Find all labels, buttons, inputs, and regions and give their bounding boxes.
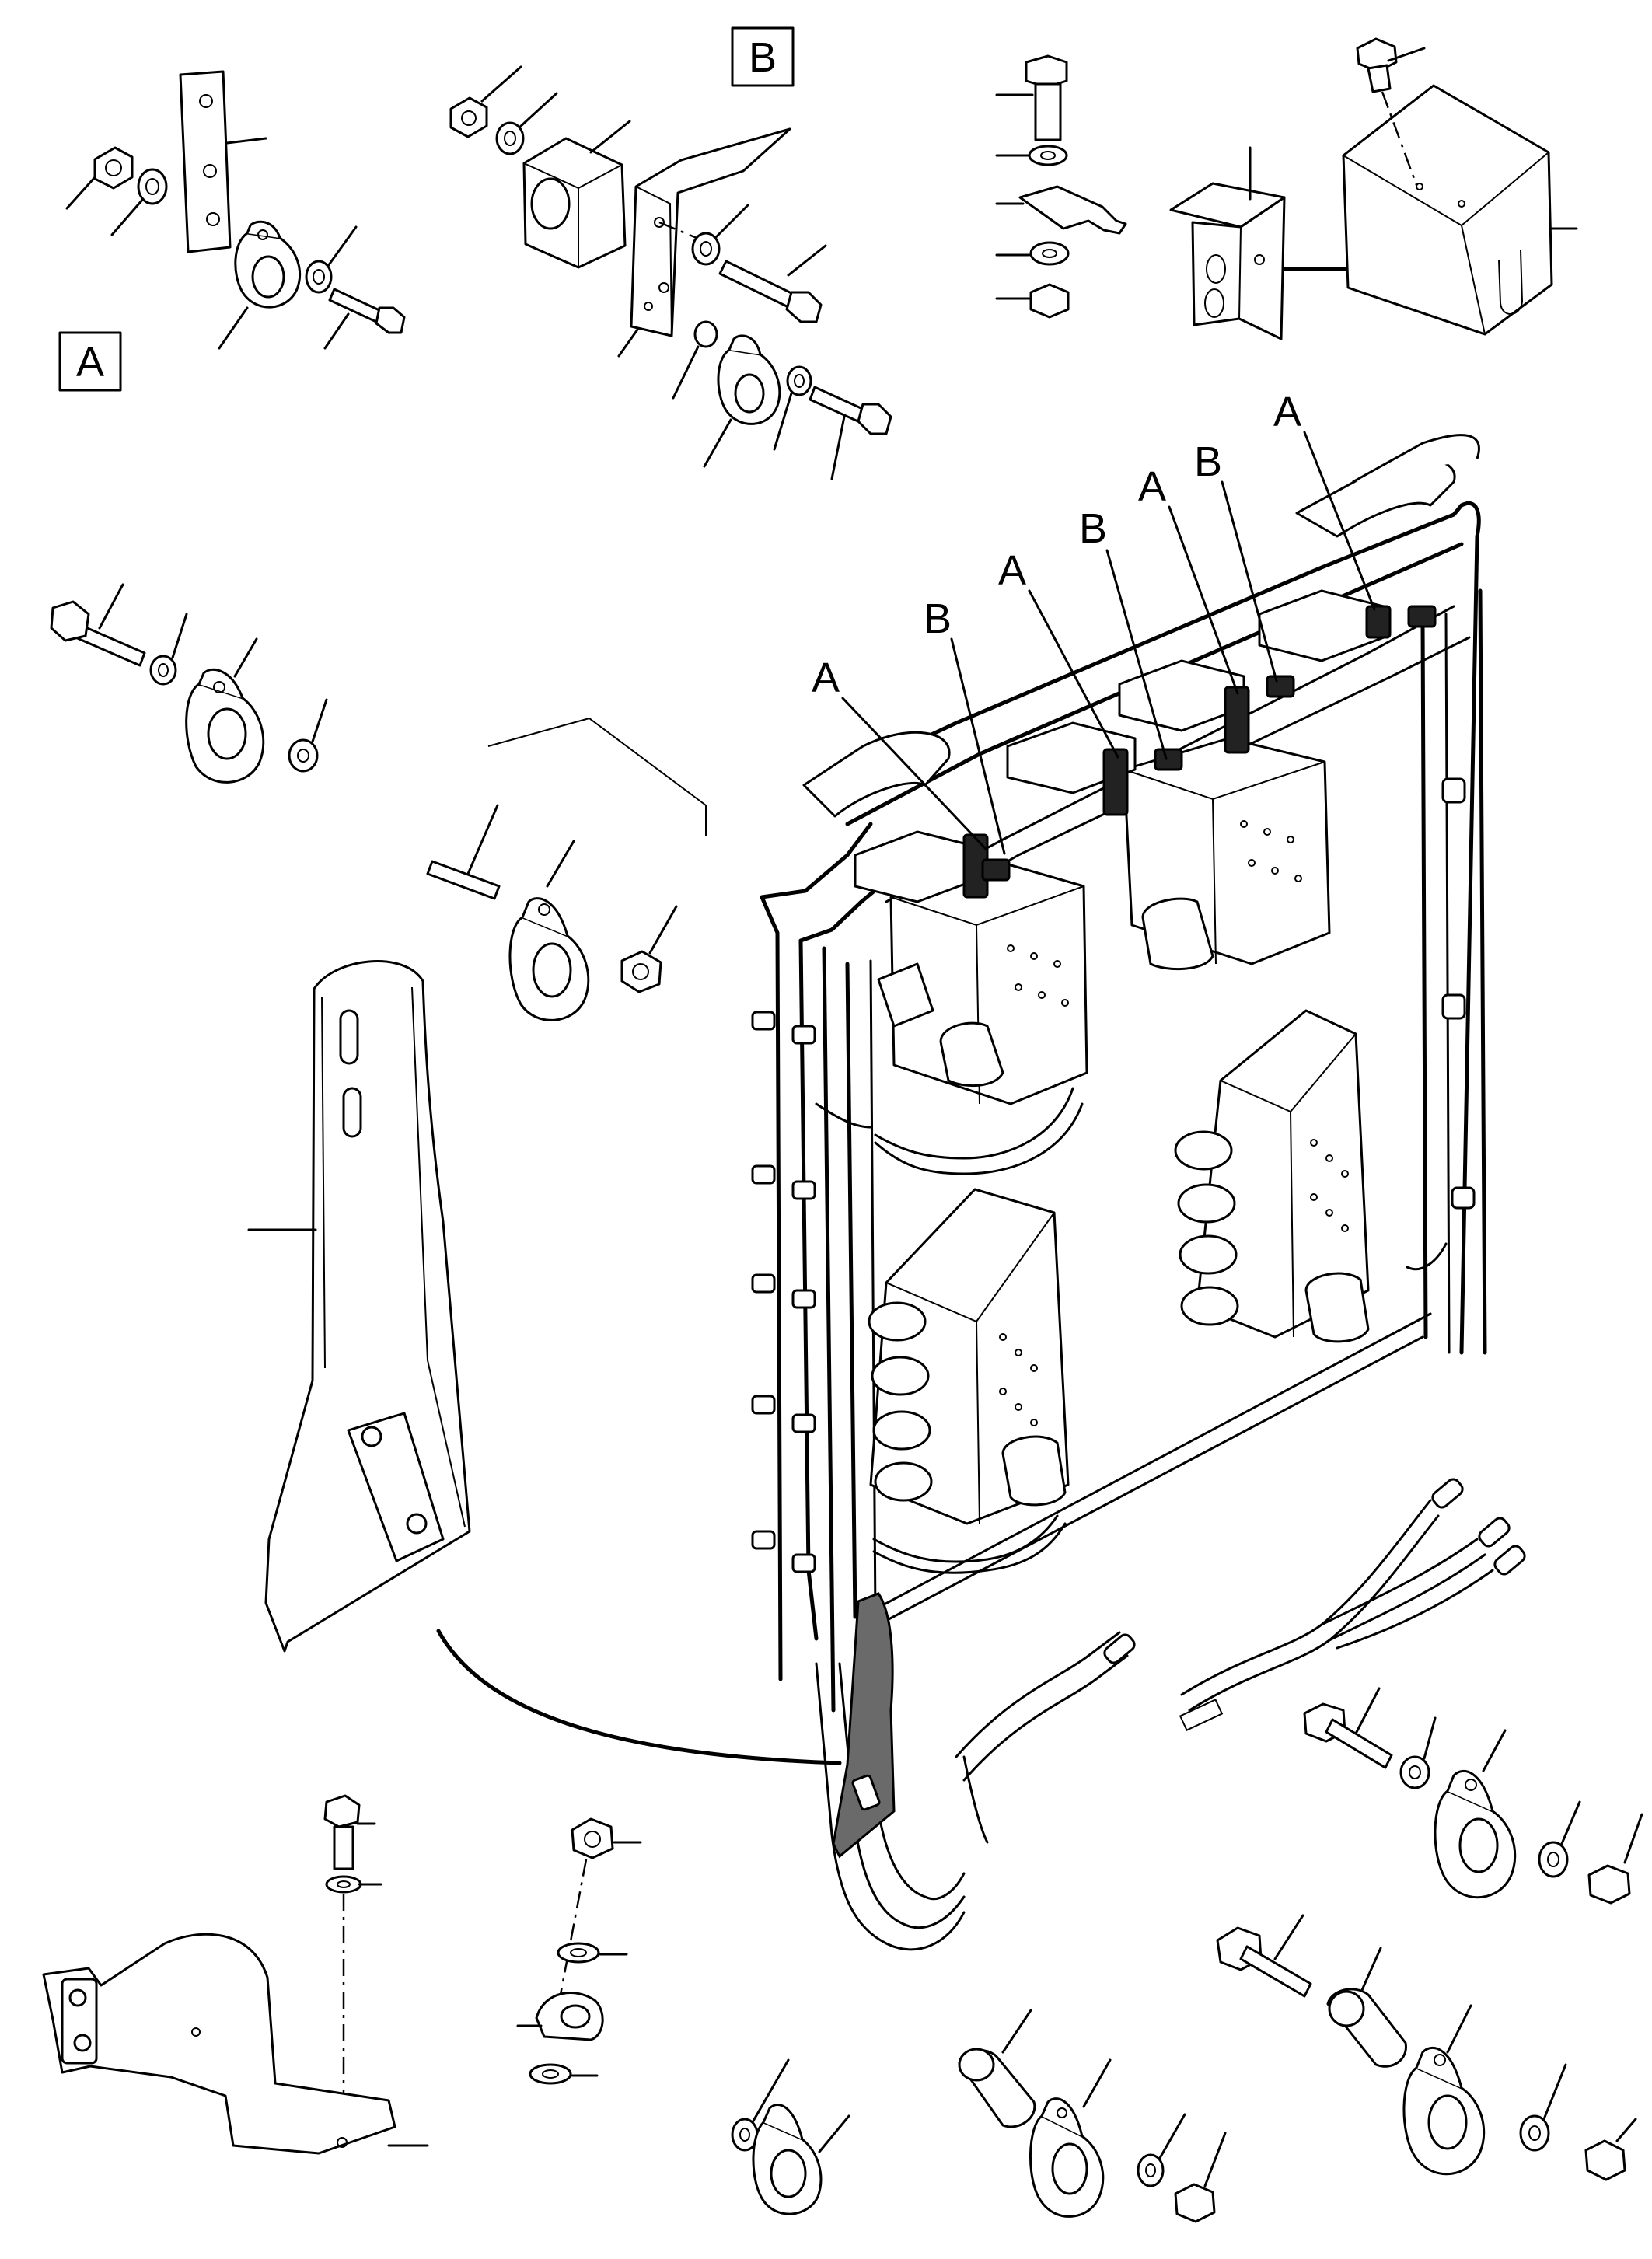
stud-clamp-set [426, 717, 707, 1021]
detail-b-label-box [731, 26, 795, 87]
bolt-icon [328, 288, 406, 334]
callout-label: A [812, 655, 840, 701]
relocation-arrow [436, 1629, 842, 1765]
detail-b-label: B [749, 34, 777, 81]
clamp-block [522, 137, 627, 269]
upper-right-clamp-set [1303, 1687, 1643, 1905]
cable-clamp-icon [234, 220, 302, 309]
lower-valve-bank-right [1174, 1009, 1370, 1343]
angle-bracket [630, 127, 791, 337]
main-valve-frame [751, 434, 1487, 1713]
detail-a-label-box [58, 331, 122, 392]
ground-stack [995, 54, 1127, 319]
long-support-bracket [247, 960, 471, 1653]
right-spacer-clamp [1216, 1914, 1637, 2181]
bottom-clamp-small [731, 2058, 850, 2215]
bottom-spacer-clamp [958, 2009, 1227, 2223]
center-stack [516, 1817, 642, 2085]
mounting-plate [179, 70, 232, 253]
lower-valve-bank-left [868, 1188, 1070, 1525]
callout-label: A [1138, 463, 1166, 510]
upper-valve-bank-left [877, 861, 1088, 1105]
nut-icon [93, 146, 134, 190]
callout-label: A [1273, 389, 1301, 435]
relay-bracket-and-cover [1169, 37, 1578, 340]
callout-labels: A B A B A B A [812, 389, 1376, 855]
left-clamp-set [50, 583, 328, 784]
callout-label: B [1194, 438, 1222, 485]
callout-label: B [924, 595, 952, 642]
lower-bracket-set [42, 1794, 429, 2155]
upper-valve-bank-right [1123, 737, 1331, 971]
detail-a-assembly: A [58, 70, 406, 392]
washer-icon [137, 168, 168, 205]
detail-a-label: A [76, 339, 104, 386]
wiring-harness [815, 1087, 1526, 1951]
connector-blocks [854, 589, 1437, 903]
callout-label: B [1079, 505, 1107, 552]
highlighted-bracket [832, 1592, 896, 1859]
detail-b-assembly: B [449, 26, 892, 480]
callout-label: A [998, 547, 1026, 594]
